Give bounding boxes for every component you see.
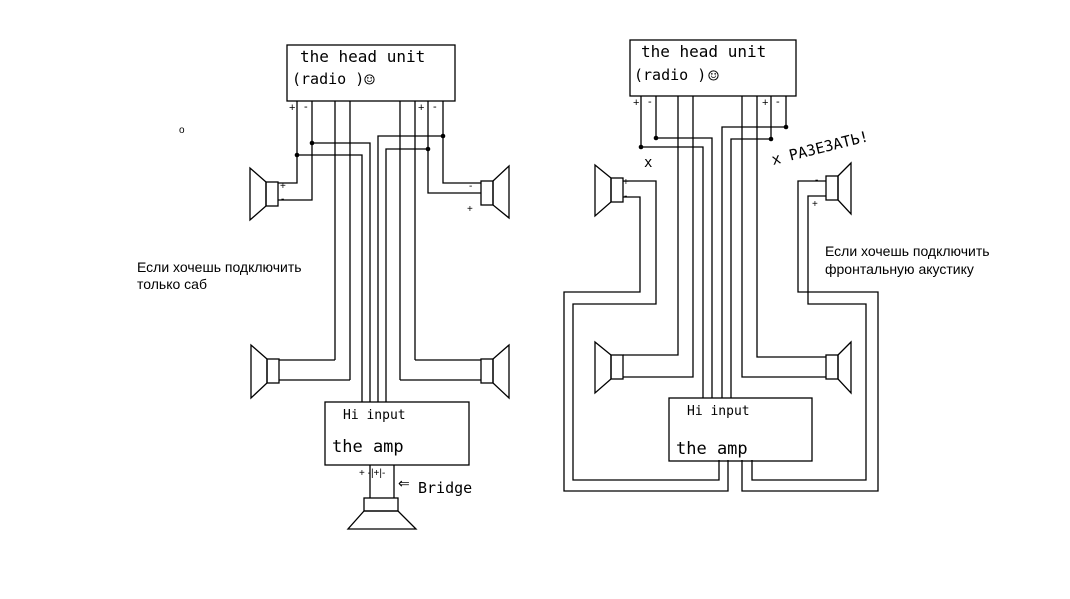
left-fr-minus: - <box>469 181 472 192</box>
right-rear-left-speaker <box>594 340 624 395</box>
left-amp-label: the amp <box>332 437 404 457</box>
left-diagram: the head unit (radio ) ☺ + - + - <box>137 44 510 530</box>
left-head-unit-box <box>286 44 456 102</box>
left-plus-r: + <box>418 102 424 114</box>
left-front-right-speaker <box>480 164 510 220</box>
left-fl-minus: - <box>281 194 284 205</box>
left-amp-box <box>324 401 470 466</box>
left-plus-l: + <box>289 102 295 114</box>
left-rear-left-speaker <box>250 343 280 400</box>
right-amp-box <box>668 397 813 462</box>
right-caption-line1: Если хочешь подключить <box>825 243 990 259</box>
right-amp-input: Hi input <box>687 404 750 419</box>
left-subwoofer <box>346 465 418 530</box>
right-front-left-speaker <box>594 163 624 218</box>
right-fr-minus: - <box>815 175 818 186</box>
right-wires <box>563 96 879 492</box>
left-front-left-speaker <box>249 166 279 222</box>
left-minus-l: - <box>304 101 308 113</box>
left-amp-terminals: + -|+|- <box>359 468 385 479</box>
left-fr-plus: + <box>467 204 473 215</box>
right-cut-mark: x <box>644 155 652 171</box>
left-wires <box>278 101 481 402</box>
right-head-unit-sub: (radio ) <box>634 66 706 84</box>
right-fr-plus: + <box>812 199 818 210</box>
left-head-unit-sub: (radio ) <box>292 70 364 88</box>
right-head-unit-title: the head unit <box>641 42 766 61</box>
right-plus-l: + <box>633 97 639 109</box>
right-amp-label: the amp <box>676 439 748 459</box>
left-caption-line2: только саб <box>137 276 207 292</box>
right-fl-plus: + <box>623 177 629 188</box>
left-smile-icon: ☺ <box>364 70 375 91</box>
stray-dot: o <box>179 125 185 136</box>
right-rear-right-speaker <box>825 340 852 395</box>
right-diagram: the head unit (radio ) ☺ + - + - <box>563 39 990 492</box>
left-head-unit-title: the head unit <box>300 47 425 66</box>
left-bridge-label: Bridge <box>418 479 472 497</box>
left-rear-right-speaker <box>480 343 510 400</box>
left-junctions <box>294 133 446 158</box>
left-amp-input: Hi input <box>343 408 406 423</box>
right-plus-r: + <box>762 97 768 109</box>
right-caption-line2: фронтальную акустику <box>825 261 974 277</box>
right-minus-l: - <box>648 96 652 108</box>
left-caption-line1: Если хочешь подключить <box>137 259 302 275</box>
right-fl-minus: - <box>624 191 627 202</box>
left-bridge-arrow-icon: ⇐ <box>398 475 410 491</box>
left-fl-plus: + <box>280 181 286 192</box>
right-junctions <box>638 124 789 150</box>
right-minus-r: - <box>776 96 780 108</box>
right-cut-label: x РАЗЕЗАТЬ! <box>770 127 871 168</box>
left-minus-r: - <box>433 101 437 113</box>
right-smile-icon: ☺ <box>708 66 719 87</box>
right-front-right-speaker <box>825 161 852 216</box>
right-head-unit-box <box>629 39 797 97</box>
